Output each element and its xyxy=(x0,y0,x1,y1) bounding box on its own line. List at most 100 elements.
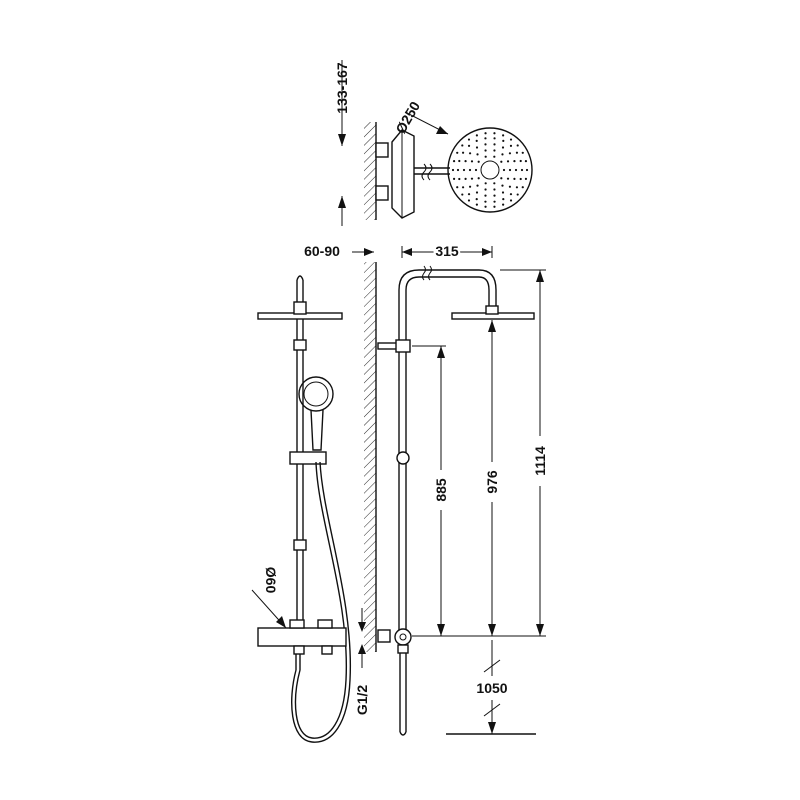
dim-885-label-bg xyxy=(433,470,449,510)
nozzle-dot xyxy=(501,146,505,149)
dim-handle-diameter: Ø60 xyxy=(263,567,279,594)
side-arm-outer xyxy=(398,269,497,306)
front-mixer-right-nub xyxy=(317,619,333,629)
dim-height-885: 885 xyxy=(433,478,449,502)
nozzle-dot xyxy=(456,186,459,189)
dim-head-diameter-arrow xyxy=(436,126,448,134)
nozzle-dot xyxy=(467,144,471,147)
nozzle-dot xyxy=(468,168,472,172)
nozzle-dot xyxy=(502,139,505,142)
nozzle-dot xyxy=(467,138,471,141)
dim-885-arrow-bottom xyxy=(437,624,445,636)
nozzle-dot xyxy=(462,168,466,172)
dim-head-diameter: Ø250 xyxy=(392,98,423,136)
nozzle-dot xyxy=(458,177,461,181)
side-mixer-wall-connector xyxy=(377,629,391,643)
dim-976-arrow-top xyxy=(488,320,496,332)
side-bracket-upper xyxy=(377,342,399,350)
nozzle-dot xyxy=(502,168,506,172)
nozzle-dot xyxy=(475,146,479,149)
nozzle-dot xyxy=(456,168,460,172)
nozzle-dot xyxy=(475,134,478,137)
dim-885-arrow-top xyxy=(437,346,445,358)
dim-mount-height: 1050 xyxy=(476,680,507,696)
dim-133-167-arrow-bottom xyxy=(338,196,346,208)
nozzle-dot xyxy=(508,185,512,188)
top-arm-break-2 xyxy=(427,163,433,181)
nozzle-dot xyxy=(493,194,496,197)
front-hose-inner xyxy=(291,461,352,743)
nozzle-dot xyxy=(513,177,516,180)
front-mixer-outlet-left xyxy=(293,645,305,655)
dim-976-arrow-bottom xyxy=(488,624,496,636)
nozzle-dot xyxy=(501,153,504,156)
side-mixer-outlet xyxy=(397,644,409,654)
top-head-center xyxy=(480,160,500,180)
side-view: 885 976 1114 1050 G1/2 xyxy=(354,262,548,736)
front-head-connector xyxy=(293,301,307,315)
nozzle-dot xyxy=(467,193,471,196)
nozzle-dot xyxy=(509,144,513,147)
nozzle-dot xyxy=(484,205,487,208)
wall-hatch-side xyxy=(364,262,376,652)
nozzle-dot xyxy=(470,177,474,180)
nozzle-dot xyxy=(516,144,519,147)
nozzle-dot xyxy=(501,184,504,187)
nozzle-dot xyxy=(521,186,524,189)
top-view: 133-167 Ø250 xyxy=(334,60,533,226)
nozzle-dot xyxy=(484,137,487,140)
dim-315-arrow-left xyxy=(402,248,412,256)
horizontal-dimensions: 60-90 315 xyxy=(304,241,493,261)
nozzle-dot xyxy=(500,177,503,180)
side-bracket-clamp xyxy=(395,339,411,353)
top-arm-break-1 xyxy=(421,163,427,181)
nozzle-dot xyxy=(470,160,474,163)
nozzle-dot xyxy=(484,132,487,135)
nozzle-dot xyxy=(514,168,518,172)
front-view: Ø60 xyxy=(251,275,352,743)
front-hand-shower-handle xyxy=(310,409,324,451)
dim-wall-distance: 60-90 xyxy=(304,243,340,259)
nozzle-dot xyxy=(452,160,456,163)
nozzle-dot xyxy=(452,177,456,180)
nozzle-dot xyxy=(484,188,487,191)
nozzle-dot xyxy=(508,152,512,155)
nozzle-dot xyxy=(456,151,459,154)
dim-1114-arrow-bottom xyxy=(536,624,544,636)
nozzle-dot xyxy=(519,177,522,181)
nozzle-dot xyxy=(475,198,478,201)
nozzle-dot xyxy=(468,152,472,155)
dim-handle-diameter-arrow xyxy=(276,616,286,628)
dim-wall-distance-arrow xyxy=(364,248,374,256)
nozzle-dot xyxy=(501,191,505,194)
nozzle-dot xyxy=(476,153,479,156)
nozzle-dot xyxy=(484,149,487,152)
nozzle-dot xyxy=(515,151,519,154)
nozzle-dot xyxy=(493,132,496,135)
nozzle-dot xyxy=(521,151,524,154)
nozzle-dot xyxy=(484,194,487,197)
dim-1114-arrow-top xyxy=(536,270,544,282)
nozzle-dot xyxy=(493,149,496,152)
nozzle-dot xyxy=(475,191,479,194)
nozzle-dot xyxy=(476,184,479,187)
nozzle-dot xyxy=(475,139,478,142)
dim-1050-break-upper xyxy=(483,659,501,673)
front-slider-holder xyxy=(289,451,327,465)
dim-133-167-arrow-top xyxy=(338,134,346,146)
nozzle-dot xyxy=(458,159,461,163)
side-mid-joint xyxy=(396,451,410,465)
dim-thread: G1/2 xyxy=(354,685,370,716)
nozzle-dot xyxy=(493,143,496,146)
nozzle-dot xyxy=(468,185,472,188)
nozzle-dot xyxy=(509,138,513,141)
dim-976-label-bg xyxy=(484,462,500,502)
nozzle-dot xyxy=(493,137,496,140)
side-head-connector xyxy=(485,305,499,315)
nozzle-dot xyxy=(502,203,505,206)
side-arm-break-2 xyxy=(428,265,432,281)
side-arm-inner xyxy=(405,276,490,306)
nozzle-dot xyxy=(451,168,455,172)
front-hand-shower-inner xyxy=(303,381,329,407)
side-hose-end xyxy=(399,731,407,736)
